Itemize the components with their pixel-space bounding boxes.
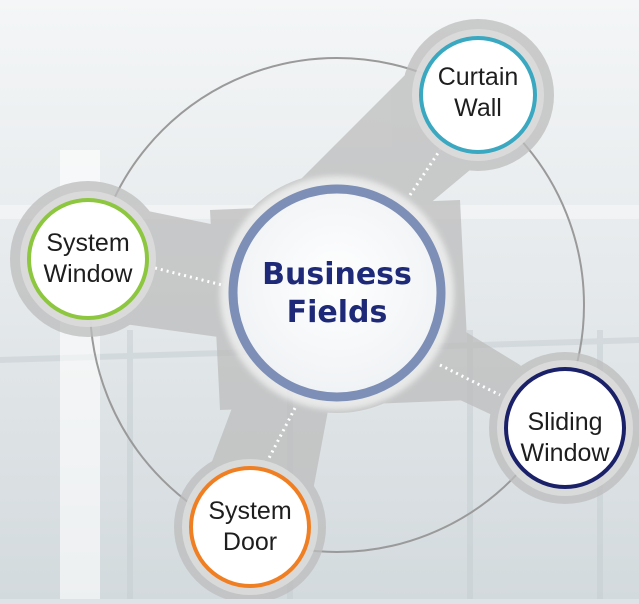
curtain-wall-ring (419, 36, 537, 154)
sliding-window-line1: Sliding (527, 408, 603, 436)
system-door-ring (189, 466, 311, 588)
curtain-wall-line1: Curtain (437, 63, 519, 91)
center-circle (228, 184, 446, 402)
node-system-window (20, 191, 156, 327)
sliding-window-ring (504, 367, 626, 489)
sliding-window-label: Sliding Window (505, 407, 625, 469)
node-curtain-wall (412, 29, 544, 161)
system-window-label: System Window (28, 228, 148, 290)
system-door-line2: Door (222, 528, 278, 556)
system-window-line2: Window (43, 260, 133, 288)
node-system-door (182, 459, 318, 595)
system-door-label: System Door (190, 496, 310, 558)
curtain-wall-label: Curtain Wall (418, 62, 538, 124)
center-label-line2: Fields (286, 295, 388, 330)
sliding-window-line2: Window (520, 439, 610, 467)
dotted-connectors (154, 149, 501, 461)
system-window-line1: System (46, 229, 130, 257)
system-window-ring (27, 198, 149, 320)
center-label-line1: Business (262, 257, 412, 292)
node-sliding-window (497, 360, 633, 496)
center-label: Business Fields (237, 256, 437, 332)
curtain-wall-line2: Wall (454, 94, 502, 122)
system-door-line1: System (208, 497, 292, 525)
